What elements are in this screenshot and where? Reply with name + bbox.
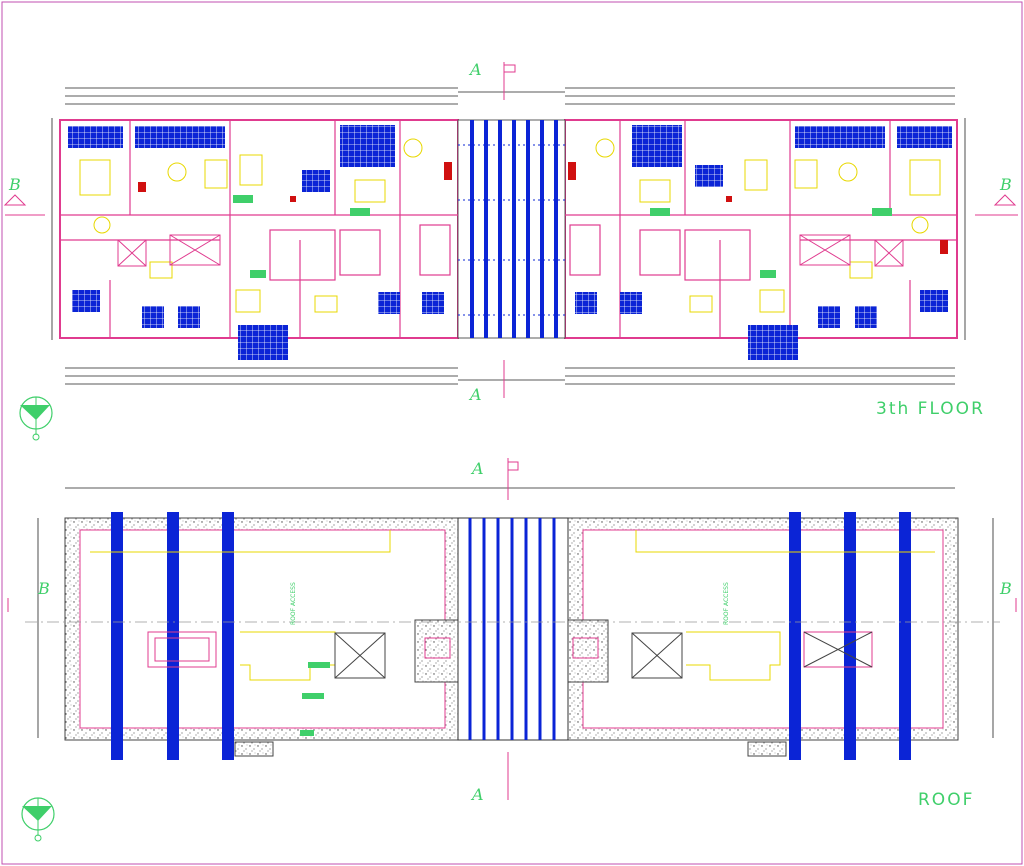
- section-a-label: A: [468, 60, 482, 79]
- section-marker-b-roof-right: B: [999, 579, 1017, 612]
- room-tags: [233, 195, 892, 278]
- section-b-label: B: [8, 175, 21, 194]
- side-dimension-lines: [51, 118, 966, 340]
- roof-shafts: [147, 631, 873, 679]
- floor-title: 3th FLOOR: [876, 399, 985, 419]
- top-dimension-lines: [65, 87, 955, 105]
- blue-hatched-areas: [68, 125, 952, 360]
- roof-tags: [300, 662, 330, 736]
- roof-columns: [111, 512, 911, 760]
- roof-access-label: ROOF ACCESS: [290, 582, 297, 625]
- central-bridge: [457, 119, 566, 339]
- section-b-label: B: [999, 175, 1012, 194]
- shafts: [117, 234, 904, 267]
- section-a-label: A: [468, 385, 482, 404]
- roof-side-dimensions: [37, 518, 994, 738]
- section-b-label: B: [999, 579, 1012, 598]
- north-arrow-icon: [19, 396, 53, 441]
- section-marker-a-floor-bottom: A: [468, 360, 505, 404]
- roof-plan: ROOF ACCESS ROOF ACCESS ROOF: [21, 487, 1000, 842]
- furniture: [79, 138, 941, 313]
- section-marker-a-roof-top: A: [470, 458, 519, 500]
- section-marker-a-floor-top: A: [468, 60, 516, 100]
- floor-plan: 3th FLOOR: [19, 87, 985, 441]
- section-a-label: A: [470, 459, 484, 478]
- bottom-dimension-lines: [65, 367, 955, 385]
- roof-title: ROOF: [918, 790, 974, 810]
- roof-access-label: ROOF ACCESS: [723, 582, 730, 625]
- left-interior-walls: [60, 120, 458, 338]
- section-b-label: B: [37, 579, 50, 598]
- section-marker-b-floor-left: B: [3, 175, 45, 216]
- section-marker-b-roof-left: B: [7, 579, 50, 612]
- roof-central-bridge: [457, 517, 569, 741]
- north-arrow-icon: [21, 797, 55, 842]
- section-marker-b-floor-right: B: [975, 175, 1018, 216]
- section-marker-a-roof-bottom: A: [470, 752, 509, 804]
- red-fixtures: [138, 162, 948, 254]
- section-a-label: A: [470, 785, 484, 804]
